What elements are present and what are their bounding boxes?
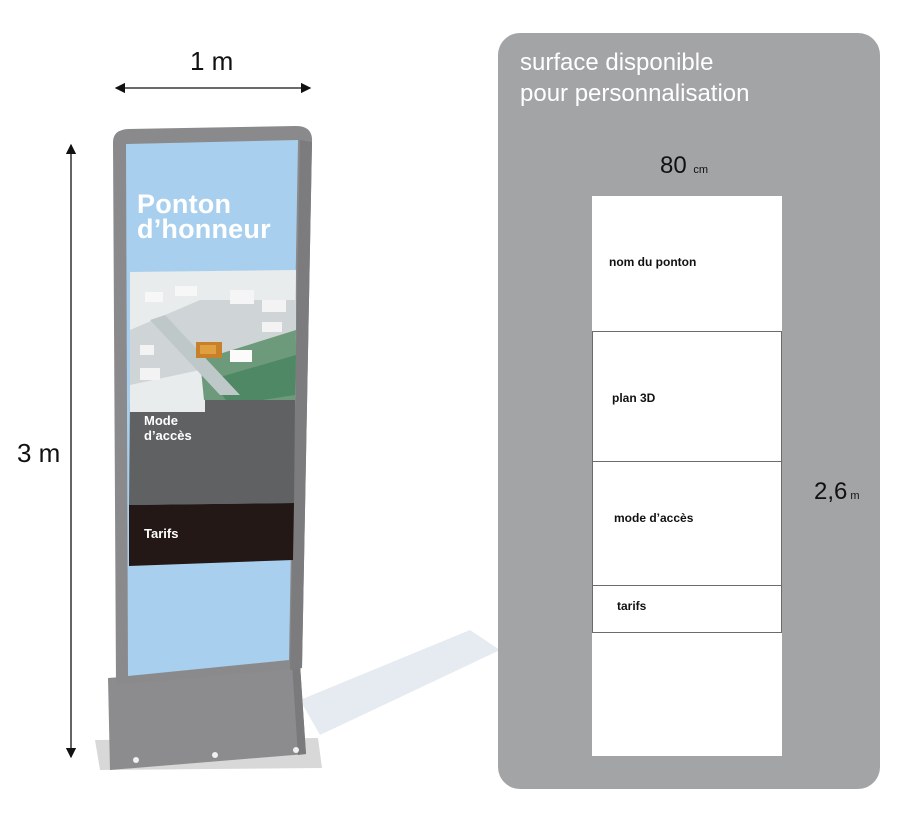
panel-width-unit: cm xyxy=(693,164,709,176)
section-box-plan xyxy=(592,331,782,462)
panel-height-value: 2,6 xyxy=(814,478,848,505)
totem-title: Ponton d’honneur xyxy=(137,189,297,244)
section-label-nom: nom du ponton xyxy=(609,255,697,269)
section-label-plan: plan 3D xyxy=(612,391,656,405)
totem-base xyxy=(108,664,306,770)
panel-height-unit: m xyxy=(850,490,860,502)
totem-title-line2: d’honneur xyxy=(137,214,271,244)
panel-title: surface disponible pour personnalisation xyxy=(520,47,840,109)
totem-mode-band xyxy=(129,400,295,505)
section-label-tarifs: tarifs xyxy=(617,599,647,613)
section-box-mode xyxy=(592,461,782,586)
totem-shadow xyxy=(300,630,500,735)
totem-height-label: 3 m xyxy=(17,438,61,468)
panel-width-value: 80 xyxy=(660,152,687,179)
section-box-tarifs xyxy=(592,585,782,633)
totem-plan-image xyxy=(130,270,296,412)
totem-tarifs-band xyxy=(129,503,294,566)
panel-title-line1: surface disponible xyxy=(520,49,714,76)
totem-width-label: 1 m xyxy=(190,46,234,76)
totem-mode-text: Mode d’accès xyxy=(144,413,264,443)
section-label-mode: mode d’accès xyxy=(614,511,694,525)
totem-tarifs-text: Tarifs xyxy=(144,526,179,541)
panel-title-line2: pour personnalisation xyxy=(520,80,750,107)
totem-mode-line1: Mode xyxy=(144,413,178,428)
totem-title-line1: Ponton xyxy=(137,189,232,219)
panel-width-label: 80 cm xyxy=(660,152,708,180)
totem-mode-line2: d’accès xyxy=(144,428,192,443)
